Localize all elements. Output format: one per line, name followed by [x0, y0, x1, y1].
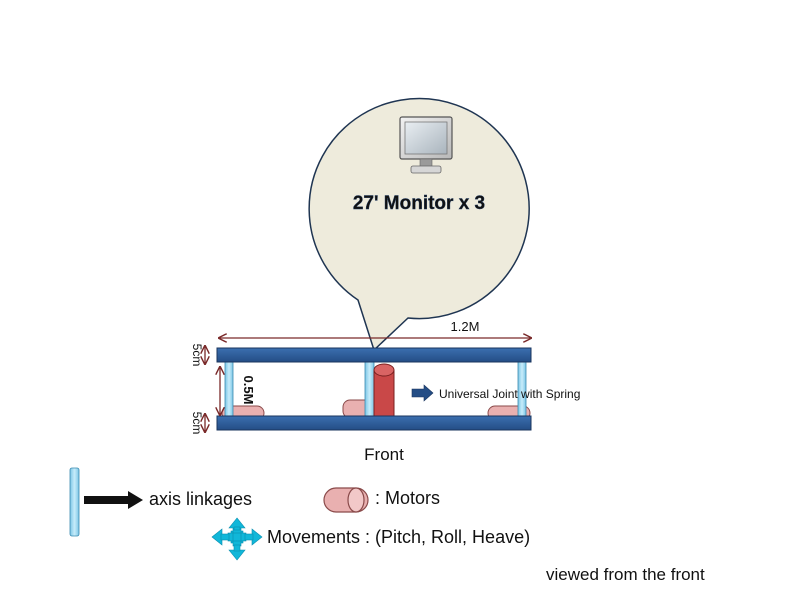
callout-arrow-icon: [411, 384, 434, 402]
legend-axis-linkages: axis linkages: [69, 467, 252, 537]
top-plate: [216, 347, 532, 363]
front-label: Front: [364, 445, 404, 464]
universal-joint: [373, 363, 395, 419]
platform-frame: [216, 347, 532, 431]
speech-bubble: [308, 97, 530, 352]
axis-rod-right: [517, 354, 527, 418]
axis-rod-left: [224, 354, 234, 418]
width-dimension: 1.2M: [219, 319, 531, 338]
movements-label: Movements : (Pitch, Roll, Heave): [267, 527, 530, 547]
legend-movements: Movements : (Pitch, Roll, Heave): [211, 517, 530, 561]
monitor-bubble: 27' Monitor x 3: [308, 97, 530, 352]
axis-rod-center: [364, 354, 375, 418]
linkage-arrow-icon: [84, 491, 143, 509]
bubble-caption: 27' Monitor x 3: [353, 193, 485, 214]
axis-rod-icon: [69, 467, 80, 537]
width-label: 1.2M: [451, 319, 480, 334]
height-dimensions: 5cm 0.5M 5cm: [190, 344, 256, 435]
four-way-arrow-icon: [211, 517, 263, 561]
motor-icon: [323, 487, 369, 513]
universal-joint-callout: Universal Joint with Spring: [411, 384, 580, 402]
height-label: 0.5M: [241, 376, 256, 405]
monitor-icon: [399, 116, 453, 174]
universal-joint-label: Universal Joint with Spring: [439, 387, 580, 401]
bottom-plate-label: 5cm: [190, 412, 204, 435]
bottom-plate: [216, 415, 532, 431]
view-note: viewed from the front: [546, 565, 705, 584]
top-plate-label: 5cm: [190, 344, 204, 367]
motors-label: : Motors: [375, 488, 440, 508]
legend-motors: : Motors: [323, 487, 440, 513]
axis-linkages-label: axis linkages: [149, 489, 252, 509]
